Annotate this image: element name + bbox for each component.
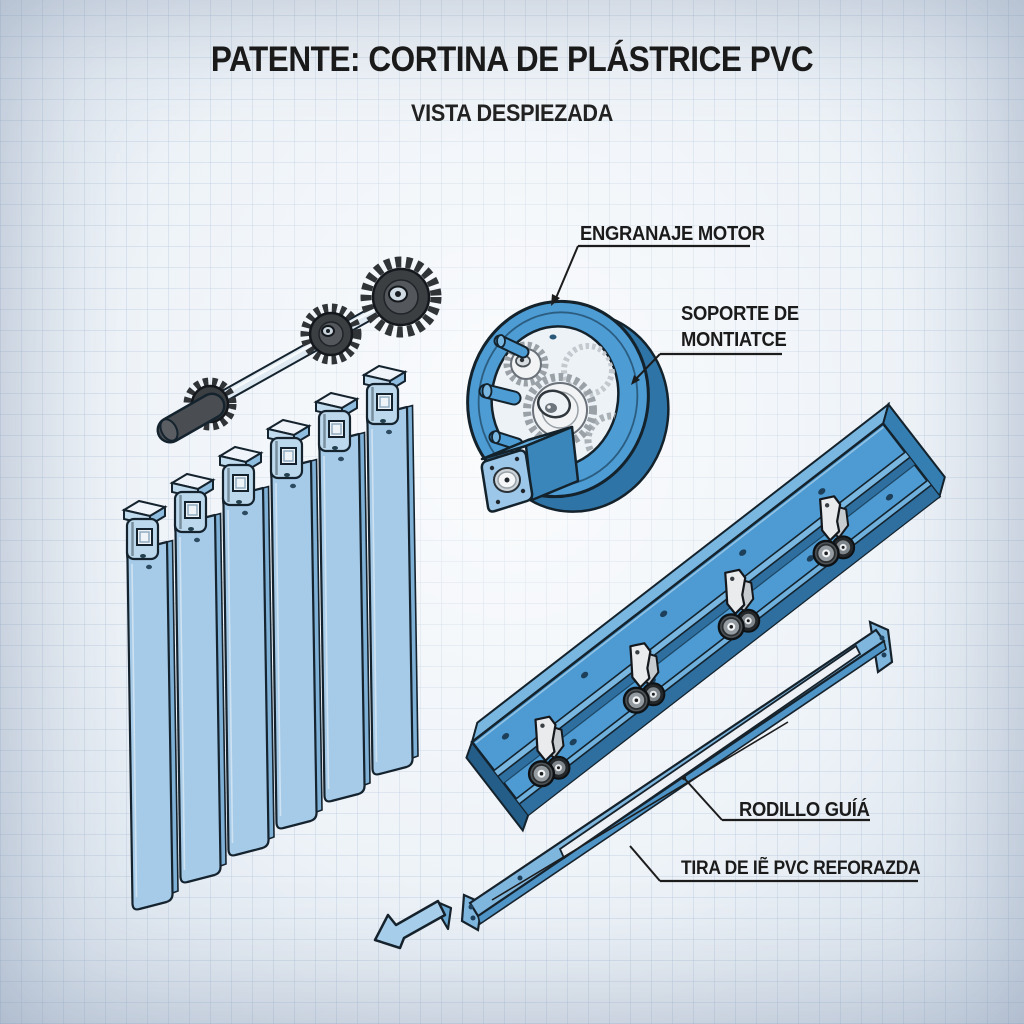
pvc-strip — [266, 418, 324, 830]
mounting-rail — [465, 401, 946, 833]
direction-arrow — [373, 899, 453, 950]
callout-tira-pvc-label: TIRA DE IẼ PVC REFORAZDA — [681, 858, 921, 879]
motor-gear-housing — [466, 299, 670, 513]
callout-soporte-line2: MONTIATCE — [681, 329, 787, 351]
pvc-strip — [218, 445, 276, 857]
pvc-strip — [362, 364, 420, 776]
pvc-strip — [314, 391, 372, 803]
large-gear — [360, 256, 442, 338]
leader-arrowhead — [551, 294, 560, 306]
callout-rodillo-guia: RODILLO GUÍÁ — [739, 797, 870, 823]
shaft-stub — [156, 392, 226, 444]
page-title: PATENTE: CORTINA DE PLÁSTRICE PVC — [210, 40, 814, 79]
callout-soporte-montaje: SOPORTE DE MONTIATCE — [681, 301, 799, 353]
callout-soporte-line1: SOPORTE DE — [681, 303, 799, 325]
callout-tira-pvc: TIRA DE IẼ PVC REFORAZDA — [681, 856, 921, 882]
leader-dot — [681, 775, 687, 781]
callout-leader-lines — [491, 244, 918, 901]
housing-bosses — [478, 334, 530, 451]
callout-engranaje-motor-label: ENGRANAJE MOTOR — [580, 223, 765, 245]
callout-engranaje-motor: ENGRANAJE MOTOR — [580, 221, 765, 247]
pvc-strip — [170, 472, 228, 884]
leader-arrowhead — [631, 375, 640, 385]
gear-shaft-assembly — [156, 256, 442, 444]
guide-strip-frame — [460, 620, 894, 932]
motor-box — [480, 425, 580, 513]
medium-gear — [300, 303, 362, 365]
page-subtitle: VISTA DESPIEZADA — [410, 100, 614, 127]
pvc-strip — [122, 499, 180, 911]
callout-rodillo-guia-label: RODILLO GUÍÁ — [739, 799, 870, 821]
pvc-strips — [122, 364, 420, 911]
